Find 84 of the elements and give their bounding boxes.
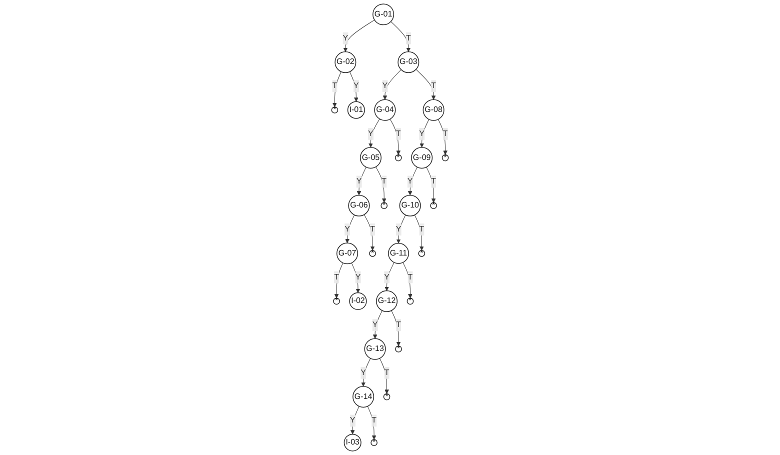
edge-label: Y [407, 177, 413, 186]
arrow [438, 119, 448, 155]
edge-label: Y [396, 225, 402, 234]
node-circle: G-08 [422, 99, 444, 121]
node-circle: G-04 [374, 99, 396, 121]
node-circle: * [406, 298, 414, 305]
arrow [391, 310, 401, 346]
node-circle: G-02 [334, 51, 356, 73]
edge-label: Y [419, 129, 424, 138]
node-circle: * [369, 250, 376, 257]
edge-label: T [334, 272, 339, 282]
edge-label: Y [342, 34, 348, 42]
node-circle: I-02 [349, 292, 367, 310]
node-circle: G-13 [364, 338, 386, 360]
edge-label: T [406, 34, 411, 42]
arrow [356, 166, 366, 196]
arrow [367, 406, 376, 440]
arrow [379, 358, 389, 394]
arrow [345, 214, 355, 244]
edge-label: T [442, 129, 448, 138]
edge-label: Y [360, 368, 366, 377]
node-circle: G-09 [411, 147, 433, 169]
edge-label: T [384, 368, 390, 377]
edge-label: T [370, 225, 375, 234]
arrow [384, 262, 394, 291]
edge-label: Y [372, 320, 378, 330]
arrow [408, 166, 418, 196]
arrow [420, 119, 430, 148]
node-circle: G-06 [348, 194, 370, 216]
arrow [414, 214, 424, 251]
arrow [350, 406, 360, 434]
arrow [332, 71, 342, 108]
node-circle: I-03 [344, 434, 362, 452]
edge-label: Y [384, 272, 390, 282]
arrow [390, 21, 411, 52]
node-circle: G-11 [388, 242, 409, 264]
edge-label: T [372, 416, 377, 425]
node-circle: G-07 [336, 242, 358, 264]
edge-label: Y [356, 177, 362, 186]
edge-label: Y [344, 225, 350, 234]
arrow [396, 214, 406, 244]
arrow [390, 118, 401, 155]
arrow [426, 166, 436, 203]
arrow [368, 118, 380, 148]
arrow [416, 69, 436, 100]
node-circle: * [383, 393, 390, 400]
edge-label: T [431, 177, 436, 186]
node-circle: G-03 [398, 51, 420, 73]
arrow [376, 166, 386, 203]
edge-label: T [396, 129, 401, 138]
node-circle: G-14 [352, 386, 374, 408]
node-circle: * [380, 202, 388, 210]
edge-label: Y [355, 272, 361, 282]
node-circle: * [370, 439, 378, 446]
arrow [382, 69, 402, 100]
arrow [343, 20, 375, 52]
edge-label: T [396, 320, 401, 330]
edge-label: Y [354, 82, 359, 90]
node-circle: G-01 [372, 4, 394, 26]
node-circle: I-01 [347, 101, 365, 119]
edge-label: T [419, 225, 424, 234]
edge-label: T [332, 82, 338, 90]
node-circle: * [395, 346, 402, 352]
edge-label: Y [382, 82, 388, 90]
edge-label: Y [350, 416, 356, 425]
node-circle: * [418, 250, 426, 257]
node-circle: * [333, 298, 340, 305]
node-circle: G-12 [376, 290, 398, 312]
arrow [349, 71, 358, 102]
edge-label: T [408, 272, 413, 282]
arrow [372, 310, 382, 339]
edge-label: Y [368, 129, 374, 138]
node-circle: * [394, 154, 402, 162]
edge-label: T [431, 82, 436, 90]
node-circle: * [430, 202, 437, 210]
node-circle: G-10 [399, 194, 421, 216]
node-circle: * [442, 154, 449, 162]
arrow [402, 262, 412, 298]
arrow [361, 358, 371, 387]
edge-label: T [382, 177, 387, 186]
node-circle: * [331, 106, 338, 114]
arrow [364, 214, 375, 251]
node-circle: G-05 [360, 147, 382, 169]
arrow [334, 262, 344, 298]
